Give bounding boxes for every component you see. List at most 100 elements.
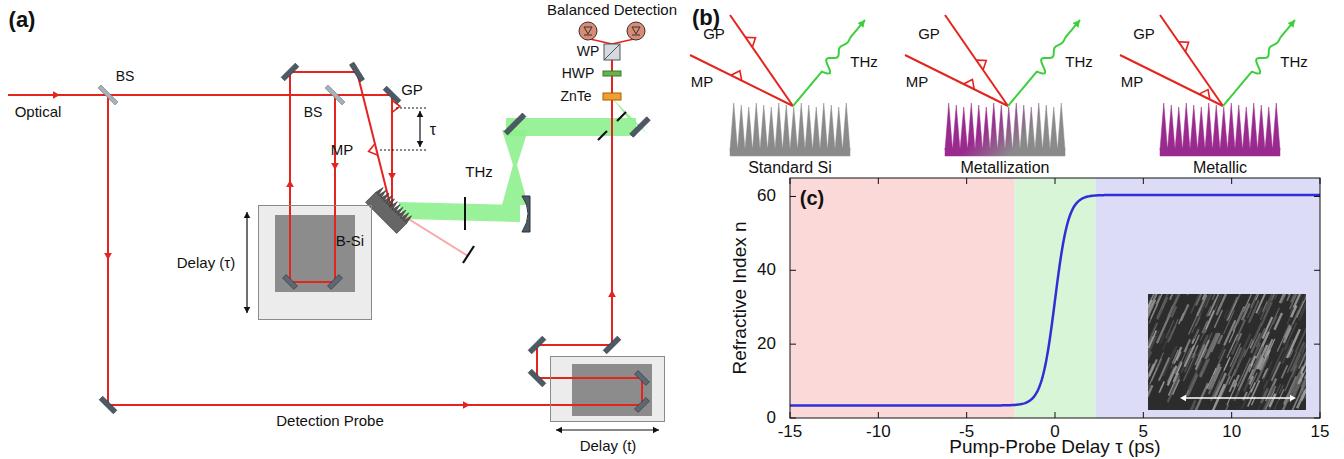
mirror — [99, 396, 117, 414]
mirror — [635, 398, 650, 413]
pulse-shape — [369, 144, 378, 156]
mirror — [281, 63, 299, 81]
pulse-label: GP — [401, 82, 423, 99]
beam-label: Optical — [15, 104, 62, 121]
pump-beam — [690, 55, 793, 106]
tick-label: 60 — [757, 187, 776, 206]
delay-guide — [380, 108, 428, 150]
stage-carriage — [275, 215, 355, 292]
tick-label: 5 — [1139, 423, 1148, 442]
axis-tick — [790, 178, 791, 418]
iris — [464, 197, 466, 230]
beam-block — [463, 246, 474, 263]
component-label: Balanced Detection — [547, 2, 677, 19]
beam-arrowhead — [331, 163, 339, 170]
delay-symbol: τ — [430, 121, 436, 139]
zinc-telluride-crystal — [603, 93, 621, 100]
axis-tick — [790, 270, 1320, 271]
mirror — [283, 275, 298, 290]
axis-tick — [1143, 178, 1144, 418]
silicon-surface — [945, 103, 1065, 156]
beam-arrowhead — [463, 401, 470, 409]
plot-frame — [790, 178, 1320, 418]
delay-stage — [258, 205, 372, 320]
component-label: BS — [304, 105, 323, 120]
axis-tick — [966, 178, 967, 418]
axis-tick — [1320, 178, 1321, 418]
beam-label: GP — [918, 26, 940, 43]
thz-beam — [502, 130, 528, 205]
mirror — [635, 371, 650, 386]
component-label: WP — [577, 44, 600, 59]
probe-beam — [612, 39, 634, 44]
axis-tick — [1055, 178, 1056, 418]
surface-label: Metallization — [961, 159, 1050, 177]
panel-letter: (c) — [800, 187, 824, 209]
delay-stage: Delay (t) — [550, 356, 665, 422]
beam-arrowhead — [286, 180, 294, 187]
surface-state: Standard Si — [730, 100, 850, 156]
motion-arrow — [246, 212, 247, 313]
beam-label: GP — [1133, 26, 1155, 43]
axis-tick — [878, 178, 879, 418]
beam-splitter — [98, 85, 118, 105]
pump-beam — [945, 15, 1008, 106]
stage-label: Delay (t) — [580, 438, 637, 455]
axis-tick — [790, 344, 1320, 345]
tick-label: -10 — [866, 423, 891, 442]
pulse-shape — [731, 71, 742, 81]
beam-arrowhead — [653, 427, 659, 434]
beam-arrowhead — [556, 427, 562, 434]
panel-letter: (a) — [9, 8, 36, 32]
beam-arrowhead — [244, 307, 251, 313]
beam-arrowhead — [53, 91, 60, 99]
beam-arrowhead — [417, 141, 424, 147]
beam-arrowhead — [858, 18, 868, 28]
axis-tick — [1231, 178, 1232, 418]
beam-splitter — [325, 85, 345, 105]
pulse-shape — [1199, 90, 1210, 100]
silicon-surface — [1160, 103, 1280, 156]
component-label: ZnTe — [560, 89, 591, 104]
beam-arrowhead — [1073, 18, 1083, 28]
scale-bar — [1182, 397, 1294, 399]
beam-arrowhead — [1290, 395, 1296, 402]
black-silicon-sample — [366, 186, 413, 233]
pulse-shape — [1179, 42, 1189, 52]
probe-beam — [590, 39, 612, 44]
tick-label: 10 — [1222, 423, 1241, 442]
photodiode — [584, 27, 592, 35]
photodiode — [627, 22, 645, 40]
delay-stage: Delay (τ) — [258, 205, 372, 320]
beam-arrowhead — [417, 111, 424, 117]
pump-beam — [905, 55, 1008, 106]
surface-label: Metallic — [1193, 159, 1247, 177]
tick-label: 40 — [757, 261, 776, 280]
mirror — [528, 369, 546, 387]
component-label: BS — [116, 69, 135, 84]
mirror — [383, 86, 401, 104]
stage-carriage — [572, 364, 652, 416]
pulse-shape — [976, 60, 986, 70]
surface-state: Metallization — [945, 100, 1065, 156]
beam-arrowhead — [244, 212, 251, 218]
beam-label: THz — [465, 164, 493, 181]
tick-label: 0 — [1050, 423, 1059, 442]
beam-label: MP — [1121, 74, 1144, 91]
probe-beam — [108, 44, 642, 405]
beam-label: MP — [691, 74, 714, 91]
wollaston-prism — [604, 44, 620, 60]
stage-label: Delay (τ) — [177, 255, 235, 272]
mirror — [328, 275, 343, 290]
beam-arrowhead — [104, 253, 112, 260]
beam-arrowhead — [1288, 18, 1298, 28]
beam-arrowhead — [608, 290, 616, 297]
time-region — [790, 178, 1014, 418]
half-wave-plate — [603, 71, 621, 76]
pump-beam — [1160, 15, 1223, 106]
sem-texture — [1148, 294, 1306, 410]
photodiode — [632, 27, 640, 35]
tick-label: -5 — [959, 423, 974, 442]
pump-beam — [730, 15, 793, 106]
